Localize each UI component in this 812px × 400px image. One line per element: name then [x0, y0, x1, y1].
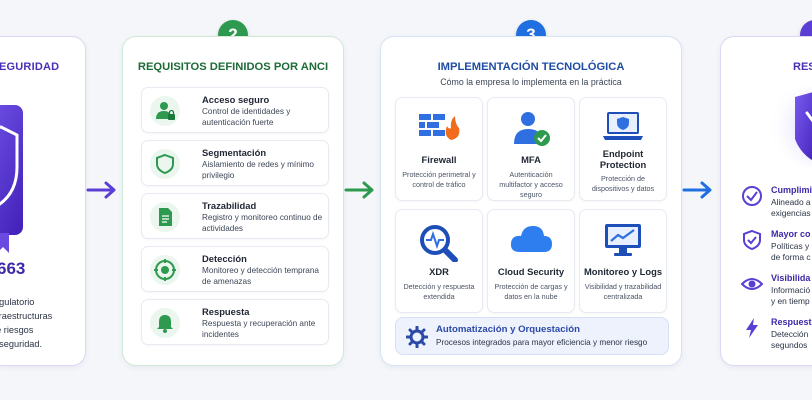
tech-cloud-security: Cloud Security Protección de cargas y da…: [487, 209, 575, 313]
tech-monitoreo-logs: Monitoreo y Logs Visibilidad y trazabili…: [579, 209, 667, 313]
requirement-respuesta: Respuesta Respuesta y recuperación ante …: [141, 299, 329, 345]
laptop-shield-icon: [580, 110, 666, 144]
panel-implementacion: IMPLEMENTACIÓN TECNOLÓGICA Cómo la empre…: [380, 36, 682, 366]
shield-badge-icon: [0, 105, 27, 260]
firewall-icon: [396, 110, 482, 144]
requirement-deteccion: Detección Monitoreo y detección temprana…: [141, 246, 329, 292]
monitor-chart-icon: [580, 222, 666, 258]
panel-requisitos: REQUISITOS DEFINIDOS POR ANCI Acceso seg…: [122, 36, 344, 366]
panel3-title: IMPLEMENTACIÓN TECNOLÓGICA: [437, 61, 625, 73]
arrow-right-icon: [86, 181, 116, 199]
tech-xdr: XDR Detección y respuesta extendida: [395, 209, 483, 313]
arrow-right-icon: [344, 181, 374, 199]
user-check-icon: [488, 110, 574, 148]
lightning-icon: [746, 318, 758, 338]
user-lock-icon: [150, 96, 180, 126]
tech-endpoint-protection: Endpoint Protection Protección de dispos…: [579, 97, 667, 201]
shield-check-icon: [743, 229, 761, 251]
shield-glow-icon: [767, 87, 812, 167]
panel1-description: regulatorio nfraestructuras de riesgos e…: [0, 297, 53, 349]
panel2-title: REQUISITOS DEFINIDOS POR ANCI: [137, 61, 329, 73]
requirement-trazabilidad: Trazabilidad Registro y monitoreo contin…: [141, 193, 329, 239]
law-number: 663: [0, 259, 26, 278]
shield-icon: [150, 149, 180, 179]
panel-ciberseguridad: EGURIDAD 663 regulatorio nfraestructuras…: [0, 36, 86, 366]
cloud-icon: [488, 222, 574, 256]
radar-icon: [150, 255, 180, 285]
eye-icon: [741, 278, 763, 290]
automation-banner: Automatización y Orquestación Procesos i…: [395, 317, 669, 355]
arrow-right-icon: [682, 181, 712, 199]
gear-icon: [406, 326, 428, 348]
tech-firewall: Firewall Protección perimetral y control…: [395, 97, 483, 201]
bell-icon: [150, 308, 180, 338]
check-circle-icon: [742, 186, 762, 206]
panel3-subtitle: Cómo la empresa lo implementa en la prác…: [440, 77, 622, 87]
panel4-title: RES: [793, 61, 812, 73]
requirement-acceso-seguro: Acceso seguro Control de identidades y a…: [141, 87, 329, 133]
tech-mfa: MFA Autenticación multifactor y acceso s…: [487, 97, 575, 201]
requirement-segmentacion: Segmentación Aislamiento de redes y míni…: [141, 140, 329, 186]
panel1-title: EGURIDAD: [0, 61, 60, 73]
magnifier-pulse-icon: [396, 222, 482, 262]
document-icon: [150, 202, 180, 232]
